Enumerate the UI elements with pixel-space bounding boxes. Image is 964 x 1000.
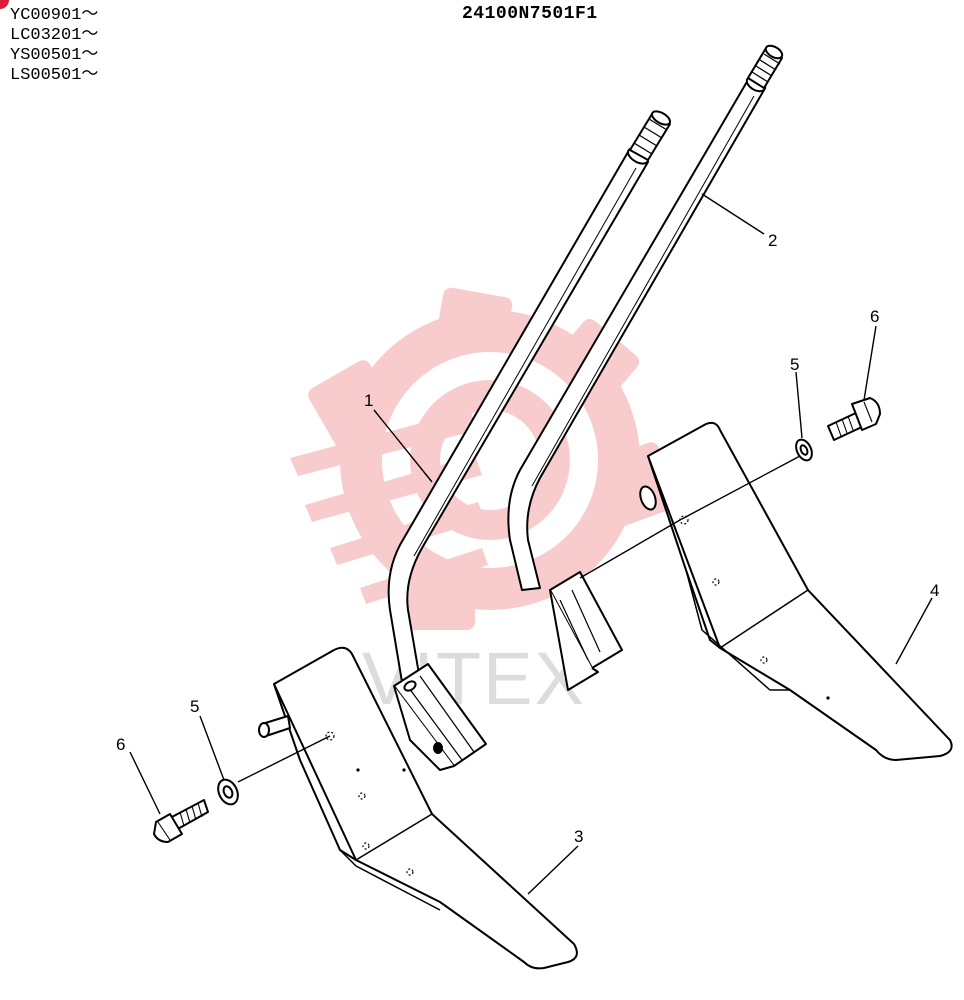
pedal-plate-4: [639, 421, 953, 761]
callout-3: 3: [574, 827, 583, 846]
callouts: 1 2 3 4 5 6 5 6: [116, 231, 939, 846]
watermark-speed-lines-icon: [290, 410, 488, 604]
callout-6: 6: [870, 307, 879, 326]
serial-number-list: YC00901～ LC03201～ YS00501～ LS00501～: [10, 6, 98, 86]
callout-5: 5: [190, 697, 199, 716]
assembly-lines: [237, 455, 801, 783]
corner-badge-icon: [0, 0, 9, 9]
leader-lines: [129, 193, 933, 895]
pedal-rod-1: [387, 110, 672, 771]
serial-number: LC03201～: [10, 26, 99, 45]
rod-thread-icon: [747, 44, 784, 89]
washer-5: [217, 778, 239, 806]
pedal-plate-3: [258, 646, 578, 970]
rod-thread-icon: [629, 110, 672, 161]
serial-number: LS00501～: [10, 66, 99, 85]
drawing-number: 24100N7501F1: [462, 4, 598, 24]
serial-number: YS00501～: [10, 46, 99, 65]
callout-4: 4: [930, 581, 939, 600]
pedal-rod-2: [507, 44, 784, 691]
bolt-6: [153, 799, 209, 843]
callout-2: 2: [768, 231, 777, 250]
callout-1: 1: [364, 391, 373, 410]
callout-5: 5: [790, 355, 799, 374]
callout-6: 6: [116, 735, 125, 754]
serial-number: YC00901～: [10, 6, 99, 25]
bolt-6: [827, 397, 881, 441]
washer-5: [795, 438, 813, 462]
